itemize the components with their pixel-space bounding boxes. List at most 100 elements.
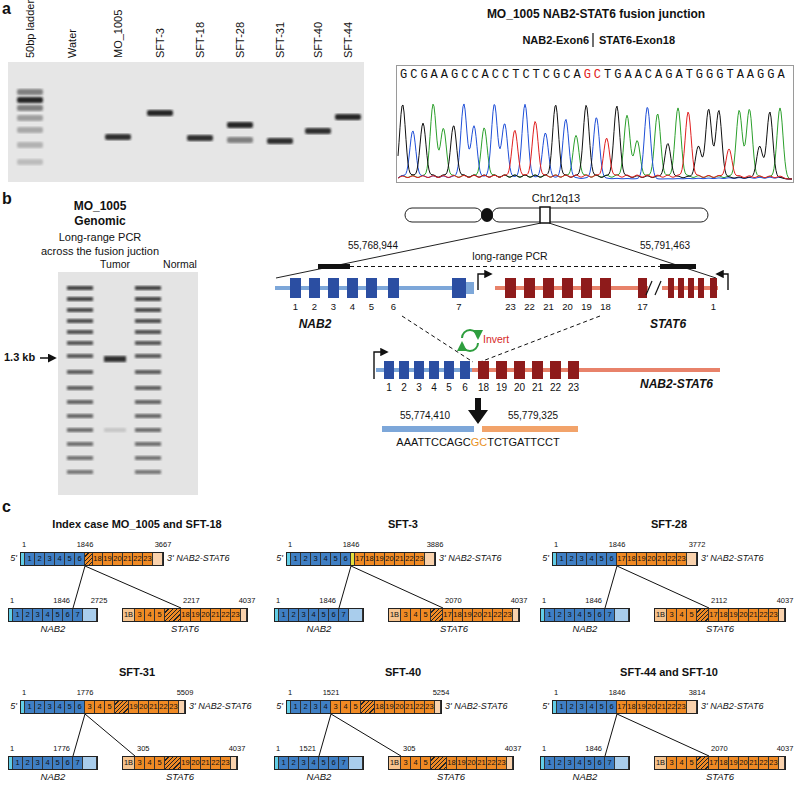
- coordinate: 3772: [689, 541, 706, 550]
- exon-block: [568, 361, 579, 379]
- exon-segment: 4: [55, 701, 65, 713]
- dna-sequence: GCGAAGCCACCTCTCGCAGCTGAACAGATGGGTAAGGA: [400, 69, 788, 83]
- exon-block: [710, 278, 717, 298]
- exon-block: [414, 361, 424, 379]
- end-label: 5': [10, 553, 17, 563]
- transcript-name: 3' NAB2-STAT6: [701, 553, 763, 563]
- exon-segment: 6: [607, 553, 617, 565]
- exon-segment: 17: [709, 609, 719, 621]
- exon-segment: 3: [135, 609, 145, 621]
- exon-segment: 5: [597, 701, 607, 713]
- exon-segment: 17: [617, 553, 627, 565]
- ladder-band: [67, 414, 93, 418]
- exon-number: 1: [386, 382, 392, 394]
- coordinate: 3667: [155, 541, 172, 550]
- hatched-region: [85, 553, 93, 565]
- exon-block: [524, 278, 535, 298]
- exon-segment: 3: [667, 609, 677, 621]
- ladder-band: [67, 442, 93, 446]
- exon-segment: 5: [687, 609, 697, 621]
- exon-segment: 22: [415, 701, 425, 713]
- exon-number: 5: [369, 302, 374, 313]
- exon-number: 3: [331, 302, 336, 313]
- exon-segment: 4: [411, 609, 421, 621]
- exon-number: 7: [456, 302, 461, 313]
- chromosome-arm: [492, 208, 708, 222]
- breakpoint-connector: [73, 566, 85, 608]
- exon-segment: 22: [667, 701, 677, 713]
- exon-segment: 1: [13, 609, 23, 621]
- exon-segment: 23: [143, 553, 153, 565]
- exon-segment: 18: [181, 609, 191, 621]
- exon-block: [347, 278, 358, 298]
- exon-block: [388, 278, 399, 298]
- exon-segment: 1: [291, 553, 301, 565]
- coordinate: 1846: [585, 745, 602, 754]
- exon-segment: 19: [129, 701, 139, 713]
- exon-segment: 20: [191, 757, 201, 769]
- breakpoint-connector: [605, 566, 617, 608]
- ladder-band: [135, 354, 161, 358]
- exon-segment: 22: [159, 701, 169, 713]
- exon-segment: 1: [25, 701, 35, 713]
- coordinate: 3814: [689, 689, 706, 698]
- invert-arrow: [462, 330, 478, 338]
- exon-segment: 1: [291, 701, 301, 713]
- exon-segment: 22: [759, 609, 769, 621]
- exon-segment: 17: [709, 757, 719, 769]
- breakpoint-connector: [351, 566, 443, 608]
- pcr-span: [350, 266, 660, 267]
- exon-segment: 3: [401, 609, 411, 621]
- exon-block: [600, 278, 611, 298]
- exon-segment: 23: [677, 553, 687, 565]
- exon-block: [309, 278, 320, 298]
- exon-segment: 20: [395, 701, 405, 713]
- exon-segment: 7: [339, 609, 349, 621]
- gene-name: NAB2: [41, 772, 66, 783]
- exon-segment: 1B: [389, 609, 401, 621]
- pcr-label: long-range PCR: [472, 250, 547, 262]
- coordinate: 1: [276, 597, 280, 606]
- exon-number: 6: [391, 302, 396, 313]
- gel-band: [227, 137, 253, 143]
- exon-block: [290, 278, 301, 298]
- exon-segment: 23: [677, 701, 687, 713]
- exon-block: [328, 278, 339, 298]
- chromatogram-panel: MO_1005 NAB2-STAT6 fusion junctionNAB2-E…: [396, 65, 794, 183]
- exon-segment: 1B: [389, 757, 401, 769]
- exon-segment: 3: [311, 553, 321, 565]
- coordinate: 1846: [609, 689, 626, 698]
- exon-segment: 3: [311, 701, 321, 713]
- exon-number: 4: [431, 382, 437, 394]
- exon-segment: 5: [687, 757, 697, 769]
- exon-segment: 3: [299, 757, 309, 769]
- gene-name: STAT6: [171, 624, 199, 635]
- nab2-transcript-bar: 1234567: [8, 608, 98, 622]
- coordinate: 1: [10, 745, 14, 754]
- coordinate: 4037: [511, 597, 528, 606]
- gene-name: STAT6: [706, 772, 734, 783]
- exon-block: [478, 361, 489, 379]
- ladder-band: [67, 330, 93, 334]
- gene-name: STAT6: [166, 772, 194, 783]
- coordinate: 2217: [183, 597, 200, 606]
- gel-band: [105, 134, 131, 140]
- ladder-band: [67, 400, 93, 404]
- exon-segment: 23: [769, 609, 779, 621]
- ladder-band: [67, 286, 93, 290]
- ladder-band: [135, 297, 161, 301]
- exon-segment: 1: [545, 609, 555, 621]
- end-label: 5': [276, 701, 283, 711]
- exon-number: 2: [401, 382, 407, 394]
- utr-segment: [231, 757, 237, 769]
- exon-segment: 3: [33, 609, 43, 621]
- exon-segment: 19: [191, 609, 201, 621]
- coordinate: 2112: [711, 597, 727, 606]
- exon-segment: 1: [279, 609, 289, 621]
- exon-segment: 4: [145, 757, 155, 769]
- exon-segment: 4: [321, 701, 331, 713]
- exon-number: 4: [350, 302, 355, 313]
- exon-block: [384, 361, 394, 379]
- junction-divider: [592, 33, 593, 47]
